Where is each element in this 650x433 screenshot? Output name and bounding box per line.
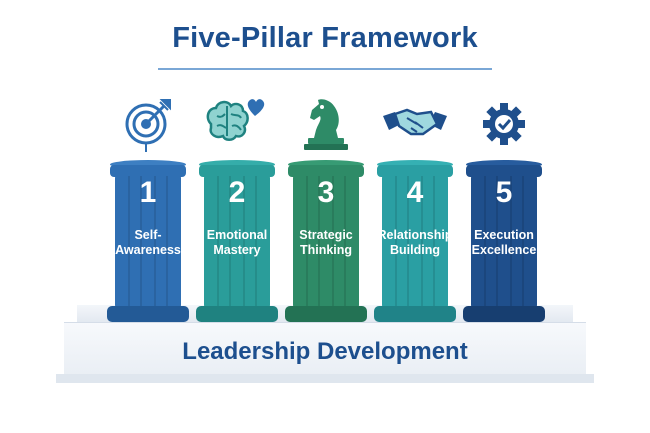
pillar-number: 3 — [317, 176, 335, 209]
pillar-label: Self-Awareness — [115, 228, 181, 257]
pillar-number: 4 — [406, 176, 424, 209]
pillar-self-awareness — [107, 160, 189, 322]
pillar-strategic-thinking — [285, 160, 367, 322]
foundation-label: Leadership Development — [182, 338, 468, 365]
foundation-platform — [64, 322, 586, 377]
pillar-number: 2 — [228, 176, 246, 209]
platform-base — [56, 374, 594, 383]
target-icon — [125, 99, 171, 152]
brain-heart-icon — [206, 99, 265, 141]
gear-check-icon — [483, 103, 525, 145]
chess-knight-icon — [304, 99, 348, 150]
pillar-number: 5 — [495, 176, 513, 209]
pillar-execution-excellence — [463, 160, 545, 322]
pillar-emotional-mastery — [196, 160, 278, 322]
handshake-icon — [383, 108, 447, 136]
title-divider — [158, 68, 492, 70]
pillar-number: 1 — [139, 176, 157, 209]
pillar-relationship-building — [374, 160, 456, 322]
page-title: Five-Pillar Framework — [172, 22, 478, 54]
